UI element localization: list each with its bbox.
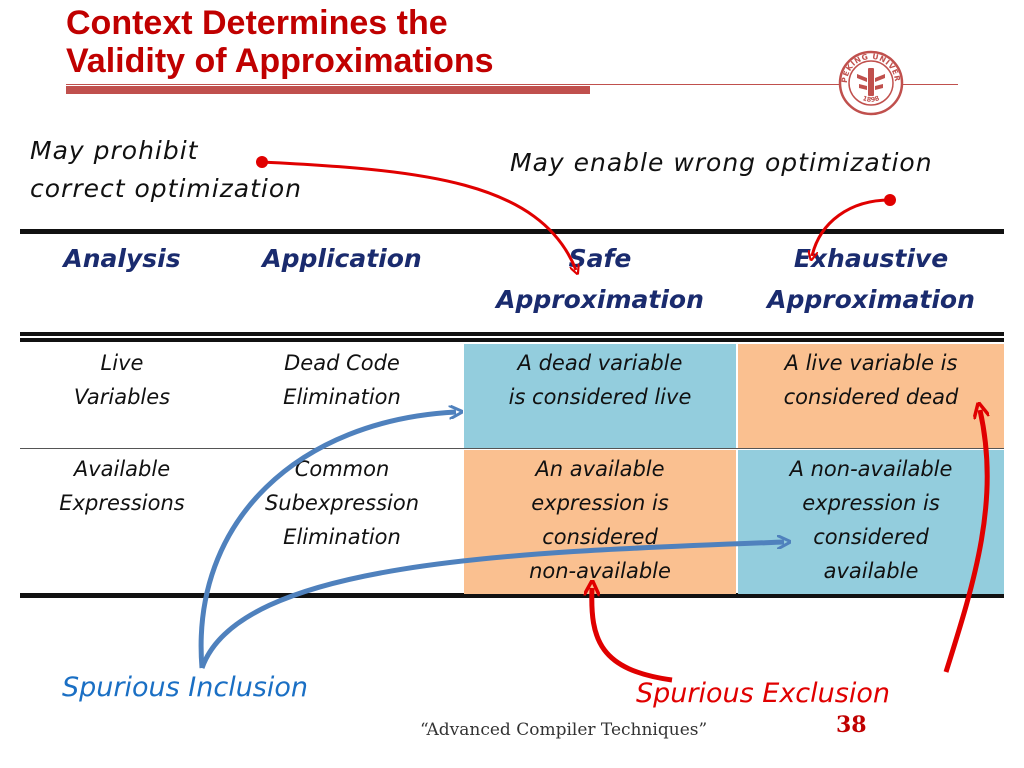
note-may-enable: May enable wrong optimization bbox=[510, 148, 933, 177]
header-exhaustive-approximation: Exhaustive Approximation bbox=[767, 244, 975, 314]
cell-live-variables: Live Variables bbox=[73, 351, 171, 409]
table-header-rule-lower bbox=[20, 338, 1004, 342]
table-row-divider bbox=[20, 448, 1004, 449]
cell-dead-code-elimination: Dead Code Elimination bbox=[283, 351, 401, 409]
logo-year: 1898 bbox=[862, 94, 881, 104]
cell-live-exhaustive: A live variable is considered dead bbox=[738, 344, 1004, 448]
title-rule-thin bbox=[66, 84, 958, 85]
table-header-rule-upper bbox=[20, 332, 1004, 336]
cell-available-expressions: Available Expressions bbox=[59, 457, 185, 515]
header-safe-approximation: Safe Approximation bbox=[496, 244, 704, 314]
svg-text:1898: 1898 bbox=[862, 94, 881, 104]
cell-avail-exhaustive: A non-available expression is considered… bbox=[738, 450, 1004, 594]
university-logo: PEKING UNIVERSITY 1898 bbox=[838, 50, 904, 116]
cell-cse: Common Subexpression Elimination bbox=[264, 457, 420, 549]
note-may-prohibit: May prohibit correct optimization bbox=[30, 136, 303, 203]
page-number: 38 bbox=[836, 712, 867, 738]
header-analysis: Analysis bbox=[63, 244, 181, 273]
cell-avail-safe: An available expression is considered no… bbox=[464, 450, 736, 594]
title-rule-thick bbox=[66, 86, 590, 94]
logo-emblem-icon bbox=[857, 68, 885, 96]
title-line-2: Validity of Approximations bbox=[66, 42, 494, 80]
cell-live-safe: A dead variable is considered live bbox=[464, 344, 736, 448]
header-application: Application bbox=[262, 244, 422, 273]
title-line-1: Context Determines the bbox=[66, 4, 448, 42]
footer-course-title: “Advanced Compiler Techniques” bbox=[420, 720, 708, 740]
table-top-rule bbox=[20, 229, 1004, 234]
label-spurious-exclusion: Spurious Exclusion bbox=[636, 678, 890, 709]
slide-title: Context Determines the Validity of Appro… bbox=[66, 4, 494, 80]
label-spurious-inclusion: Spurious Inclusion bbox=[62, 672, 309, 703]
